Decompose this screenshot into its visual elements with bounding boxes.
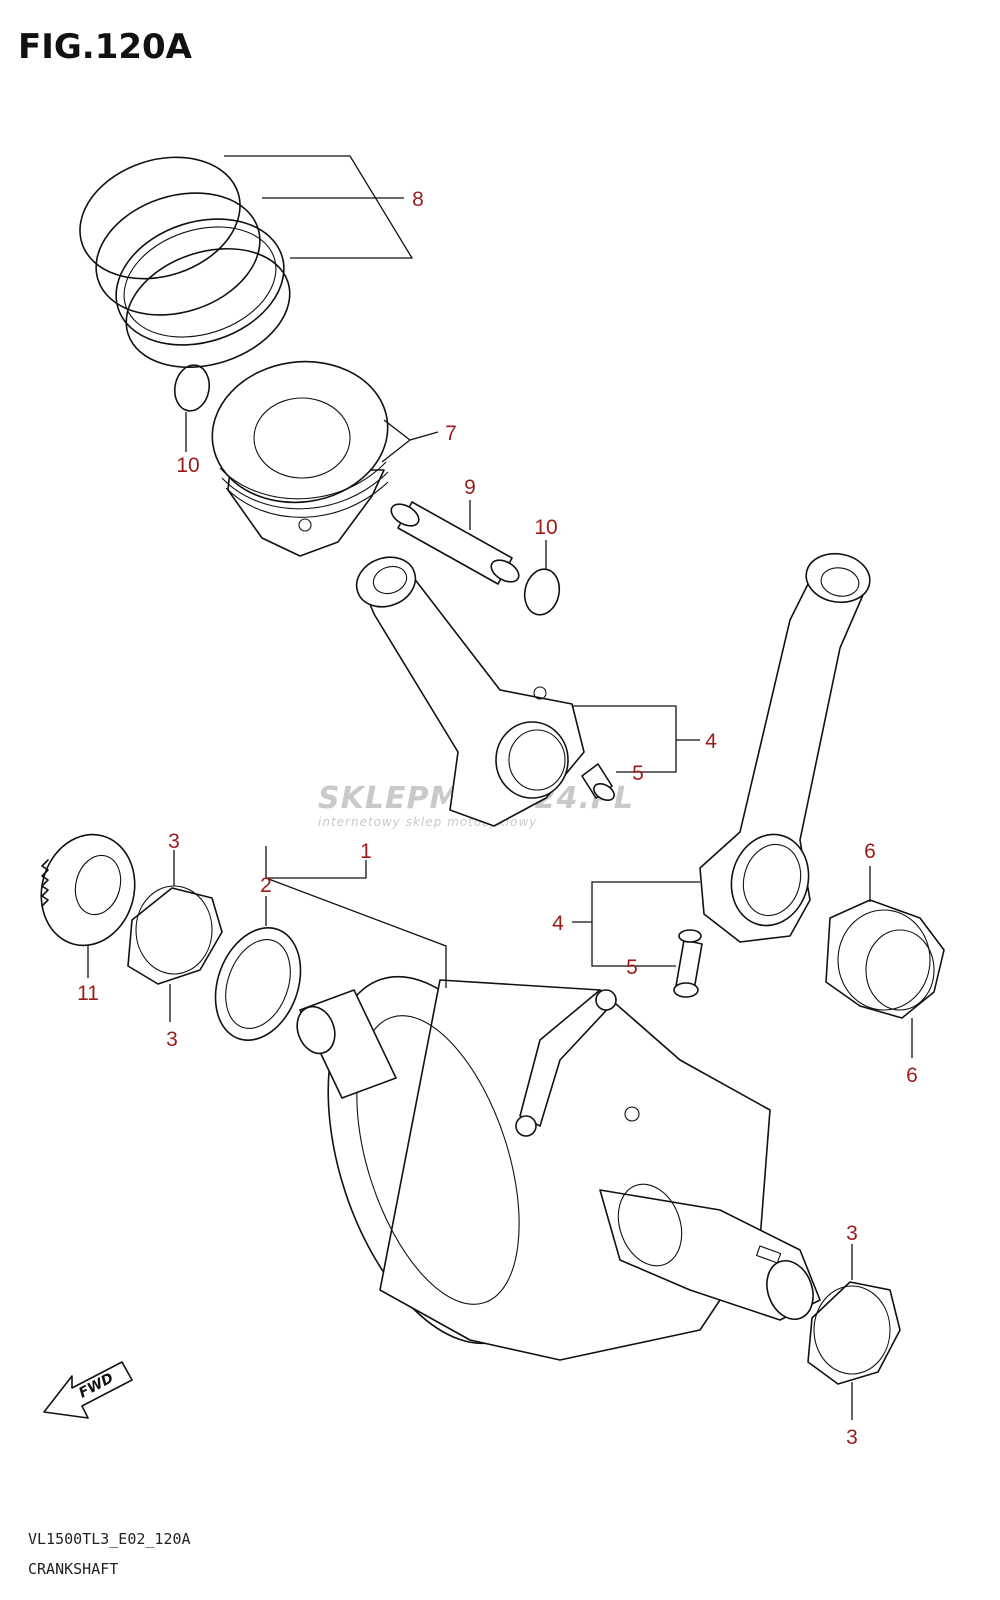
callout-10-right: 10 bbox=[534, 516, 557, 539]
callout-3-upper-left: 3 bbox=[168, 830, 180, 853]
circlip-right-drawing bbox=[523, 540, 561, 616]
piston-drawing bbox=[211, 360, 389, 557]
leader-1 bbox=[265, 846, 447, 988]
conrod-bolt-upper-drawing bbox=[581, 763, 615, 801]
callout-8: 8 bbox=[412, 188, 424, 211]
connecting-rod-lower-drawing bbox=[699, 552, 871, 943]
callout-6-lower: 6 bbox=[906, 1064, 918, 1087]
conrod-bolt-lower-drawing bbox=[673, 929, 703, 998]
crank-gear-drawing bbox=[40, 833, 136, 978]
callout-9: 9 bbox=[464, 476, 476, 499]
model-code: VL1500TL3_E02_120A bbox=[28, 1530, 191, 1548]
piston-rings-drawing bbox=[79, 156, 291, 369]
figure-title: FIG.120A bbox=[18, 27, 193, 67]
section-name: CRANKSHAFT bbox=[28, 1560, 118, 1578]
callout-1: 1 bbox=[360, 840, 372, 863]
callout-4-upper: 4 bbox=[705, 730, 717, 753]
bearing-pair-lower-drawing bbox=[807, 1244, 901, 1420]
callout-4-lower: 4 bbox=[552, 912, 564, 935]
callout-10-left: 10 bbox=[176, 454, 199, 477]
leader-4-lower bbox=[572, 881, 700, 967]
callout-3-upper-right: 3 bbox=[846, 1222, 858, 1245]
fwd-arrow-icon: FWD bbox=[43, 1361, 133, 1419]
thrust-washer-drawing bbox=[214, 896, 302, 1041]
bearing-pair-right-drawing bbox=[825, 866, 945, 1058]
callout-7: 7 bbox=[445, 422, 457, 445]
callout-11: 11 bbox=[77, 982, 99, 1005]
circlip-left-drawing bbox=[173, 364, 211, 452]
piston-pin-drawing bbox=[390, 501, 520, 585]
leader-8 bbox=[224, 155, 414, 259]
callout-3-lower-right: 3 bbox=[846, 1426, 858, 1449]
callout-5-upper: 5 bbox=[632, 762, 644, 785]
callout-numbers: 1 2 3 3 3 3 4 4 5 5 6 6 7 8 9 10 10 11 bbox=[77, 188, 918, 1449]
connecting-rod-upper-drawing bbox=[355, 556, 585, 827]
crankshaft-drawing bbox=[296, 975, 821, 1361]
callout-2: 2 bbox=[260, 874, 272, 897]
callout-3-lower-left: 3 bbox=[166, 1028, 178, 1051]
bearing-pair-left-drawing bbox=[127, 850, 223, 1022]
callout-5-lower: 5 bbox=[626, 956, 638, 979]
leader-7 bbox=[383, 419, 439, 441]
callout-6-upper: 6 bbox=[864, 840, 876, 863]
leader-4-upper bbox=[572, 705, 700, 773]
